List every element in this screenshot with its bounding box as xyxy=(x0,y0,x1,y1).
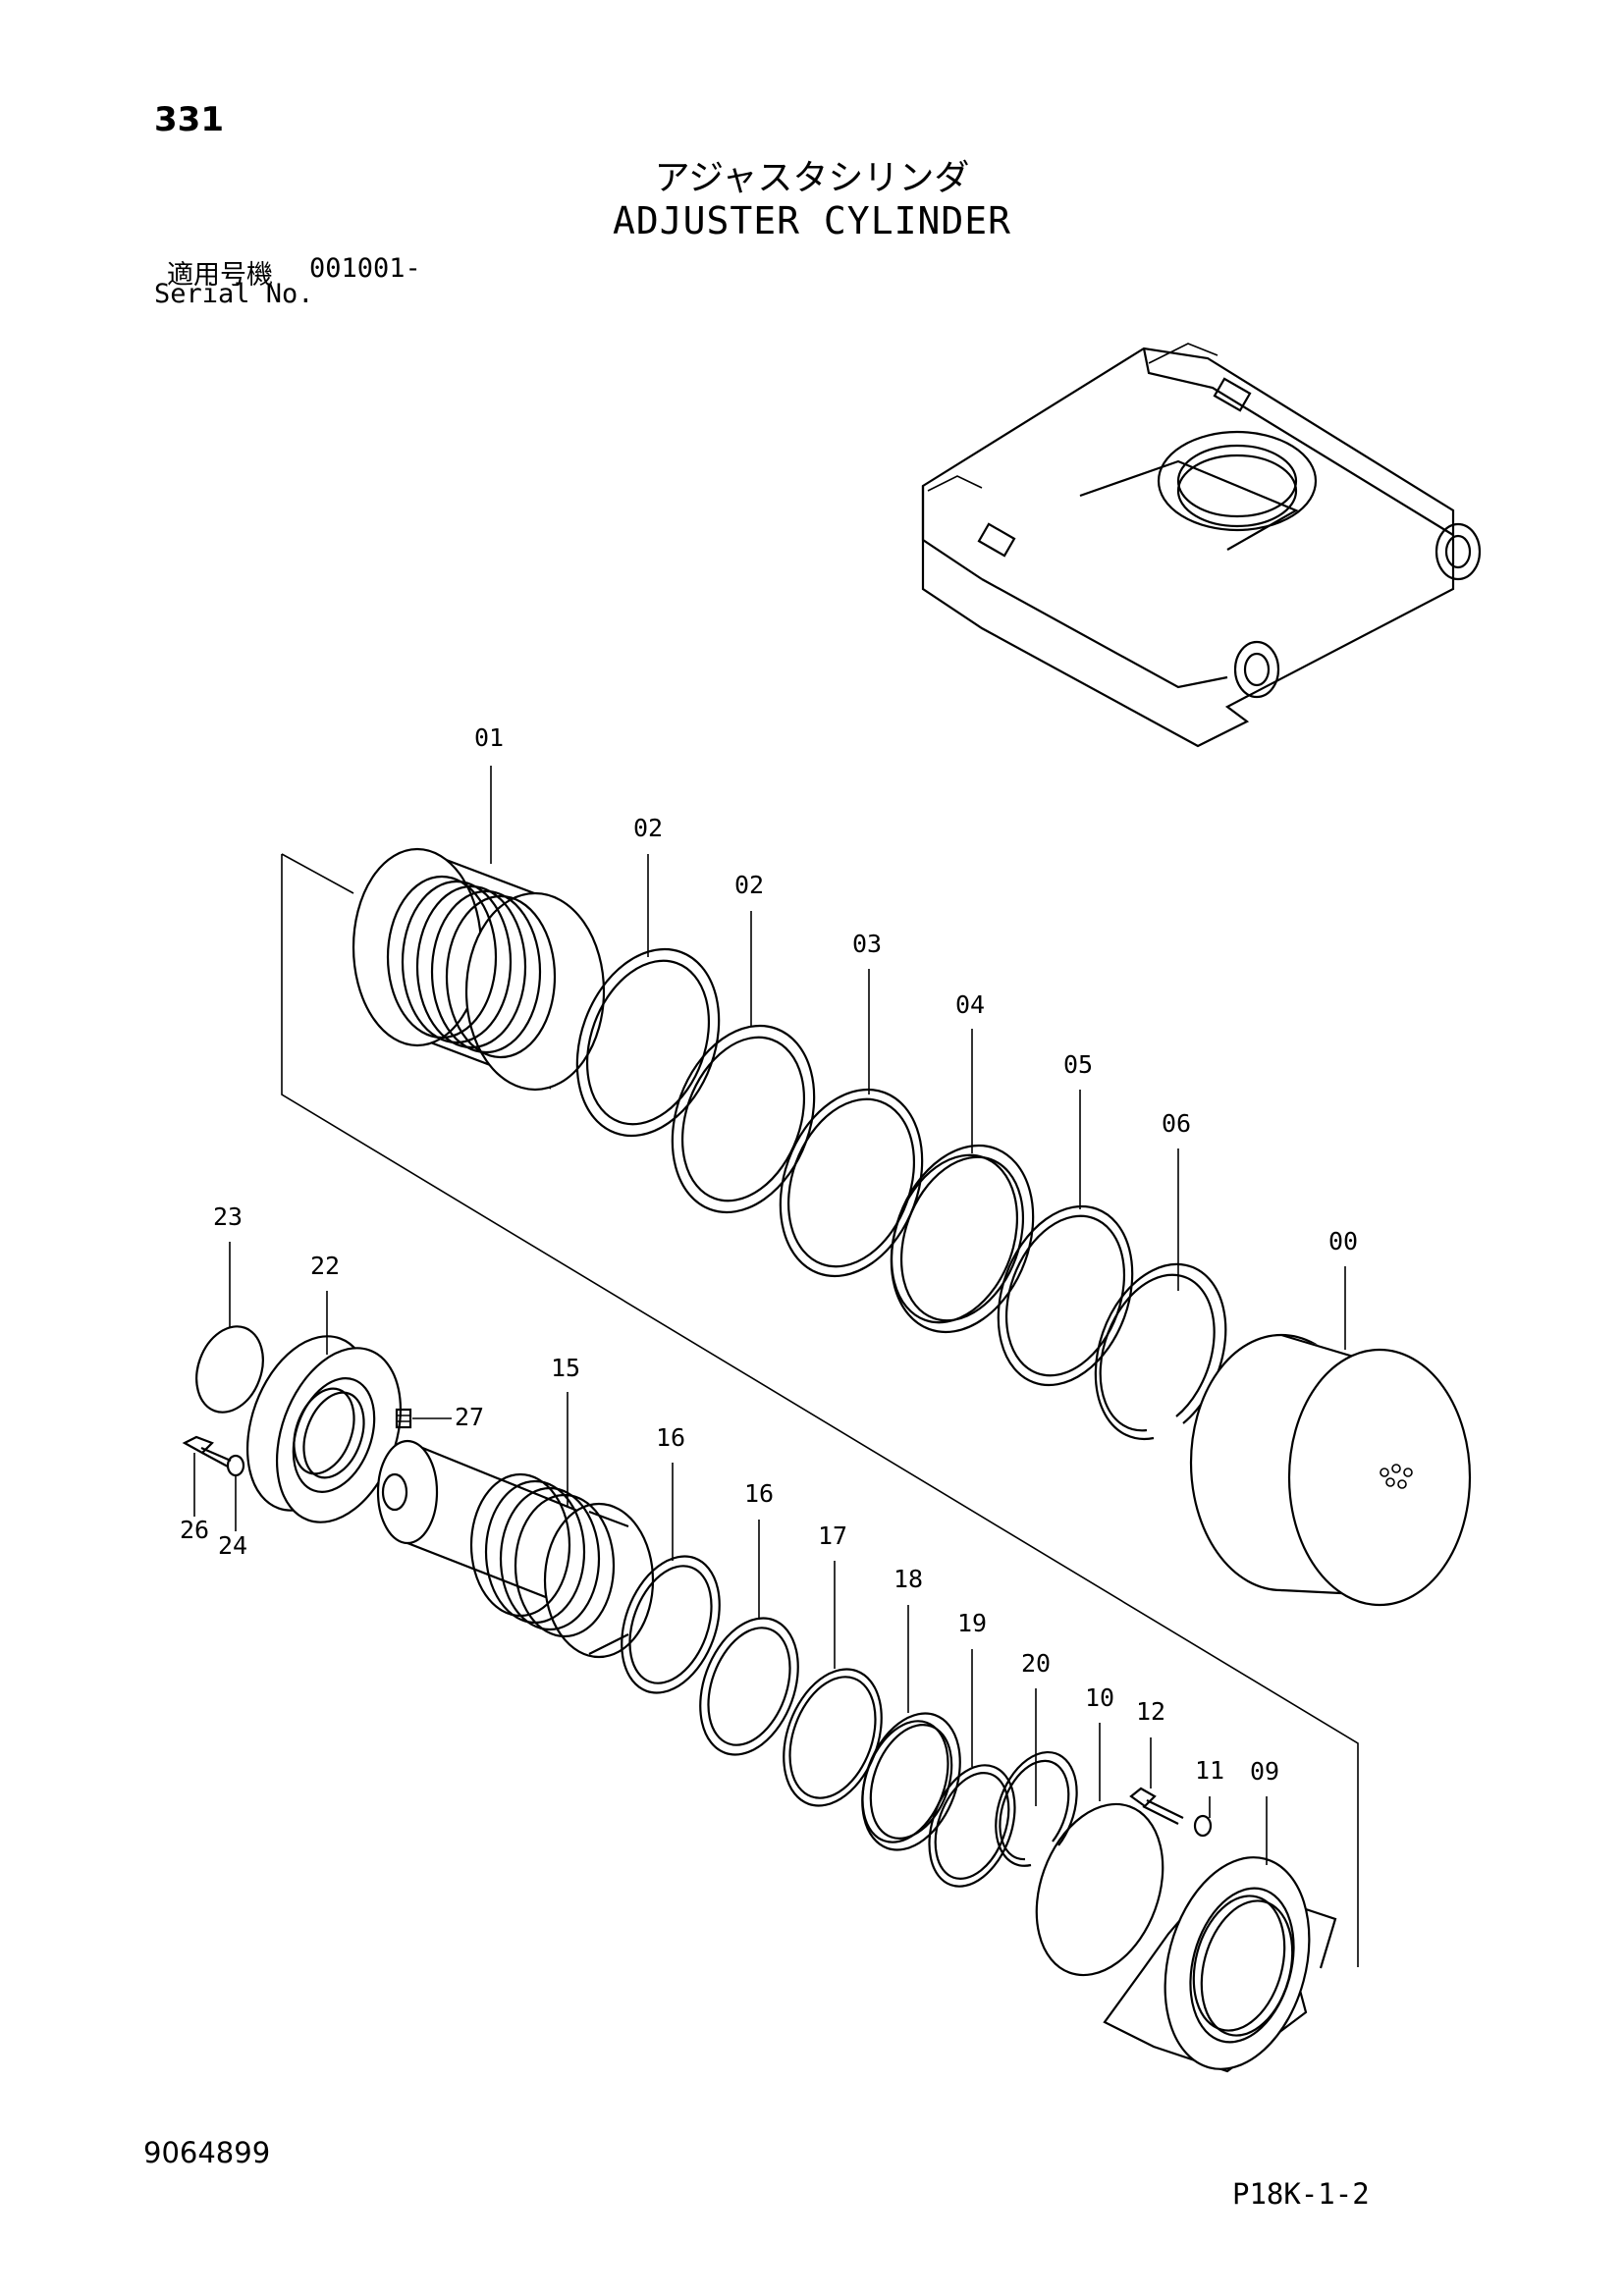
part-09-cylinder-head xyxy=(1103,1856,1337,2073)
callout-19: 19 xyxy=(957,1609,987,1637)
part-00-cylinder-tube xyxy=(1189,1333,1472,1607)
part-05-ring xyxy=(997,1204,1134,1387)
part-02-ring-a xyxy=(575,947,721,1138)
leader-lines xyxy=(193,766,1346,1865)
part-04-seal-ring xyxy=(890,1144,1035,1334)
part-23-o-ring xyxy=(195,1325,264,1414)
title-japanese: アジャスタシリンダ xyxy=(654,158,970,198)
callout-02-a: 02 xyxy=(633,814,663,842)
callout-22: 22 xyxy=(310,1252,340,1280)
callout-16-a: 16 xyxy=(656,1423,685,1452)
part-18-seal xyxy=(861,1712,961,1851)
part-24-washer xyxy=(226,1454,245,1477)
part-22-rod-cover xyxy=(245,1335,403,1523)
callout-02-b: 02 xyxy=(734,871,764,899)
callout-11: 11 xyxy=(1195,1756,1224,1785)
part-01-piston xyxy=(352,847,606,1092)
assembly-boundary-lines xyxy=(281,853,1359,1967)
part-16-ring-b xyxy=(699,1617,799,1756)
callout-04: 04 xyxy=(955,990,985,1019)
part-16-ring-a xyxy=(621,1555,721,1694)
part-11-washer xyxy=(1193,1814,1213,1838)
callout-15: 15 xyxy=(551,1354,580,1382)
callout-20: 20 xyxy=(1021,1649,1051,1678)
callout-06: 06 xyxy=(1162,1109,1191,1138)
part-15-piston-rod xyxy=(376,1439,655,1659)
callout-27: 27 xyxy=(455,1403,484,1431)
part-26-bolt xyxy=(182,1435,232,1468)
callout-03: 03 xyxy=(852,930,882,958)
callout-24: 24 xyxy=(218,1531,247,1560)
callout-00: 00 xyxy=(1328,1227,1358,1255)
part-10-disc xyxy=(1035,1802,1164,1977)
serial-label-english: Serial No. xyxy=(154,279,314,309)
callout-23: 23 xyxy=(213,1202,243,1231)
callout-18: 18 xyxy=(893,1565,923,1593)
part-17-seal xyxy=(783,1668,883,1807)
callout-16-b: 16 xyxy=(744,1479,774,1508)
callout-09: 09 xyxy=(1250,1757,1279,1786)
part-19-ring xyxy=(928,1764,1016,1888)
serial-number-value: 001001- xyxy=(309,253,421,284)
callout-05: 05 xyxy=(1063,1050,1093,1079)
callout-01: 01 xyxy=(474,723,504,752)
callout-26: 26 xyxy=(180,1516,209,1544)
serial-label-japanese: 適用号機 xyxy=(167,260,273,291)
part-12-bolt xyxy=(1129,1787,1184,1825)
track-frame-illustration xyxy=(921,343,1482,748)
document-number: 9064899 xyxy=(143,2136,271,2169)
title-english: ADJUSTER CYLINDER xyxy=(613,199,1011,242)
page-number: 331 xyxy=(154,100,224,139)
callout-10: 10 xyxy=(1085,1683,1114,1712)
part-20-snap-ring xyxy=(995,1750,1078,1867)
callout-12: 12 xyxy=(1136,1697,1165,1726)
part-27-plug xyxy=(395,1408,452,1429)
page-code: P18K-1-2 xyxy=(1232,2177,1370,2211)
part-02-ring-b xyxy=(671,1024,816,1214)
part-06-snap-ring xyxy=(1094,1262,1227,1441)
callout-17: 17 xyxy=(818,1522,847,1550)
